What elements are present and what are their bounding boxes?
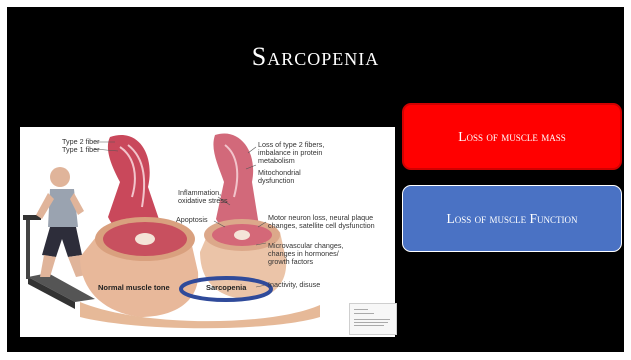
runner-figure xyxy=(36,167,86,277)
muscle-diagram xyxy=(20,127,395,337)
loss-of-muscle-mass-box: Loss of muscle mass xyxy=(402,103,622,170)
label-apoptosis: Apoptosis xyxy=(176,216,208,224)
label-sarcopenia: Sarcopenia xyxy=(206,284,246,292)
label-microvascular: Microvascular changes, changes in hormon… xyxy=(268,242,358,266)
label-inactivity: Inactivity, disuse xyxy=(268,281,320,289)
label-mitochondrial: Mitochondrial dysfunction xyxy=(258,169,324,185)
label-loss-type2: Loss of type 2 fibers, imbalance in prot… xyxy=(258,141,338,165)
label-inflammation: Inflammation, oxidative stress xyxy=(178,189,238,205)
label-normal-muscle-tone: Normal muscle tone xyxy=(98,284,170,292)
citation-thumbnail xyxy=(349,303,397,335)
label-motor-neuron: Motor neuron loss, neural plaque changes… xyxy=(268,214,380,230)
sarcopenia-illustration: Type 2 fiber Type 1 fiber Loss of type 2… xyxy=(20,127,395,337)
loss-of-muscle-function-box: Loss of muscle Function xyxy=(402,185,622,252)
slide-title: Sarcopenia xyxy=(0,42,631,72)
label-type1-fiber: Type 1 fiber xyxy=(62,146,100,154)
